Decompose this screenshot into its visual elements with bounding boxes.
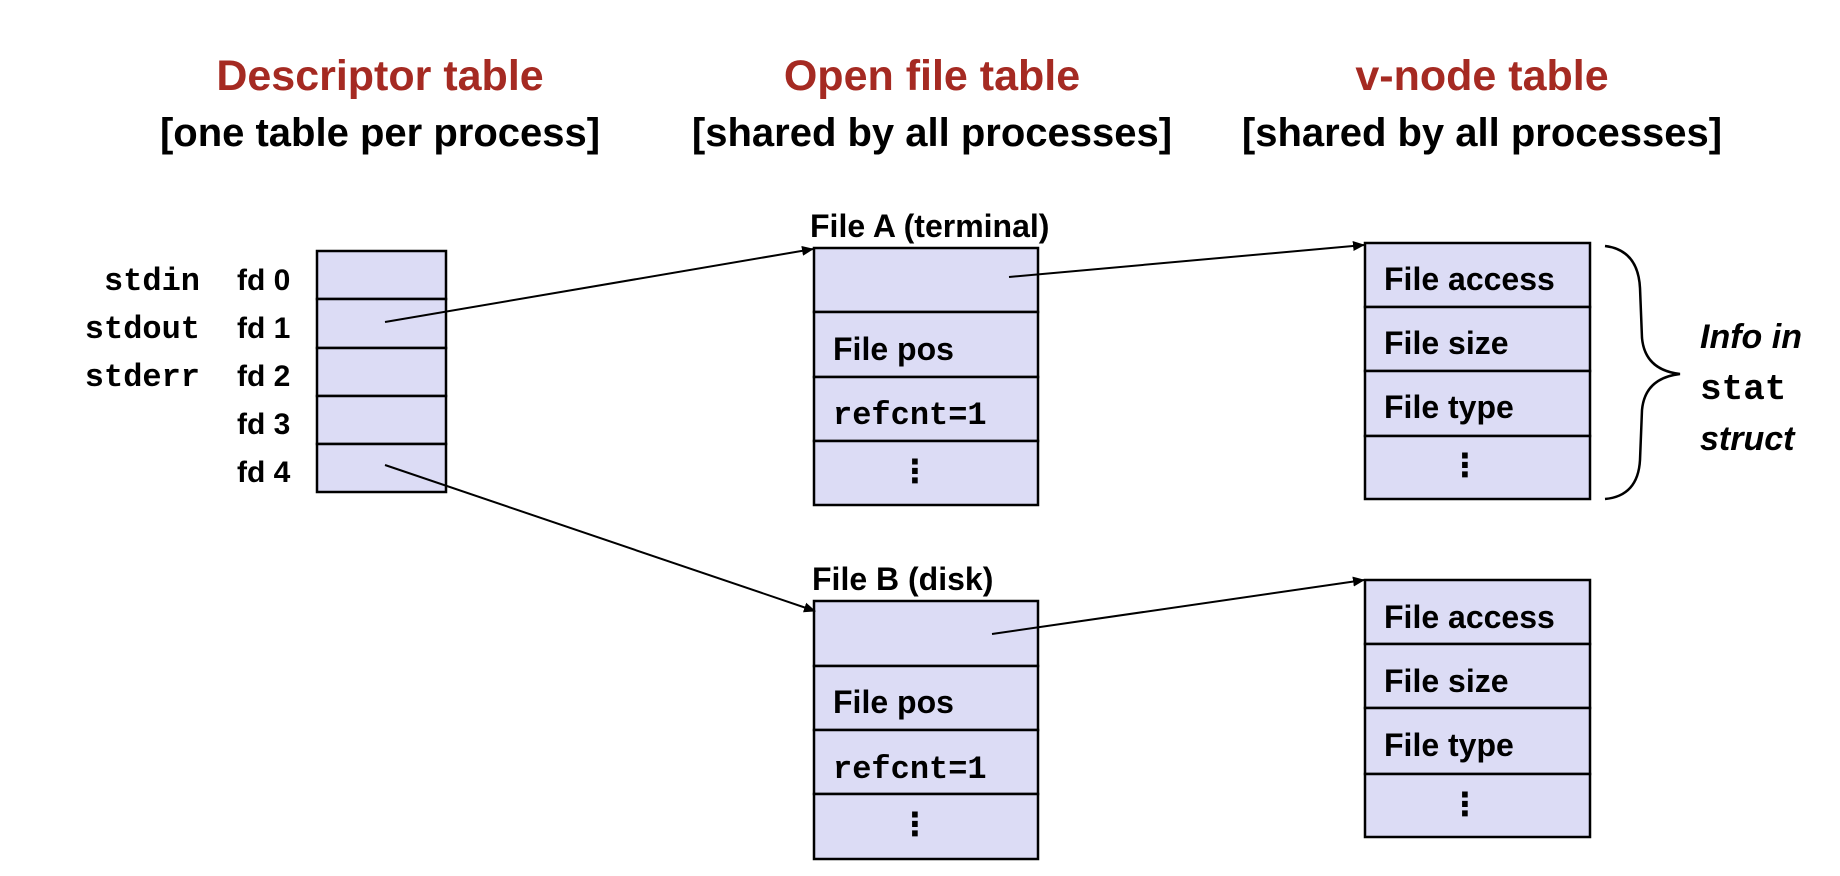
file-b-to-vnode-arrow <box>991 576 1365 635</box>
file-access-label: File access <box>1384 261 1555 297</box>
descriptor-cell <box>315 394 448 446</box>
stream-label: stderr <box>85 359 200 396</box>
refcnt-label: refcnt=1 <box>833 751 987 788</box>
vnode-pointer-cell <box>812 246 1040 314</box>
file-size-label: File size <box>1384 325 1509 361</box>
descriptor-row: fd 4 <box>237 442 448 494</box>
vnode-entry-a: File access File size File type ⋮ <box>1363 241 1592 501</box>
fd-label: fd 0 <box>237 264 290 297</box>
open-file-label: File A (terminal) <box>810 208 1049 244</box>
refcnt-label: refcnt=1 <box>833 397 987 434</box>
annotation-line-3: struct <box>1700 420 1796 458</box>
descriptor-row: fd 3 <box>237 394 448 446</box>
file-pos-cell <box>812 310 1040 379</box>
file-size-label: File size <box>1384 663 1509 699</box>
file-pos-cell <box>812 664 1040 732</box>
descriptor-table-title: Descriptor table <box>216 52 543 100</box>
open-file-entry-b: File B (disk) File pos refcnt=1 ⋮ <box>812 561 1040 861</box>
more-cell <box>1363 434 1592 501</box>
file-access-cell <box>1363 578 1592 646</box>
vnode-pointer-cell <box>812 599 1040 668</box>
file-size-cell <box>1363 305 1592 373</box>
vnode-table-subtitle: [shared by all processes] <box>1242 111 1722 155</box>
refcnt-cell <box>812 375 1040 443</box>
descriptor-cell <box>315 249 448 301</box>
descriptor-row: stderr fd 2 <box>85 346 448 398</box>
file-a-to-vnode-arrow <box>1008 241 1365 278</box>
more-ellipsis: ⋮ <box>1449 786 1481 822</box>
file-pos-label: File pos <box>833 331 954 367</box>
more-ellipsis: ⋮ <box>1449 447 1481 483</box>
stat-brace <box>1604 244 1681 501</box>
stat-annotation: Info in stat struct <box>1700 318 1802 458</box>
stream-label: stdin <box>104 263 200 300</box>
fd-label: fd 2 <box>237 360 290 393</box>
descriptor-table-subtitle: [one table per process] <box>160 111 600 155</box>
more-cell <box>812 792 1040 861</box>
open-file-table-subtitle: [shared by all processes] <box>692 111 1172 155</box>
annotation-line-1: Info in <box>1700 318 1802 356</box>
open-file-table-header: Open file table [shared by all processes… <box>692 52 1172 155</box>
fd4-to-file-b-arrow <box>384 464 816 613</box>
file-type-label: File type <box>1384 727 1514 763</box>
descriptor-cell <box>315 346 448 398</box>
descriptor-table: stdin fd 0 stdout fd 1 stderr fd 2 fd 3 … <box>85 249 448 494</box>
file-pos-label: File pos <box>833 684 954 720</box>
vnode-table-header: v-node table [shared by all processes] <box>1242 52 1722 155</box>
descriptor-row: stdout fd 1 <box>85 297 448 350</box>
descriptor-cell <box>315 442 448 494</box>
fd-label: fd 3 <box>237 408 290 441</box>
open-file-entry-a: File A (terminal) File pos refcnt=1 ⋮ <box>810 208 1049 507</box>
fd-label: fd 1 <box>237 312 290 345</box>
more-cell <box>1363 772 1592 839</box>
vnode-table-title: v-node table <box>1355 52 1608 100</box>
more-cell <box>812 439 1040 507</box>
more-ellipsis: ⋮ <box>899 453 931 489</box>
descriptor-row: stdin fd 0 <box>104 249 448 301</box>
descriptor-table-header: Descriptor table [one table per process] <box>160 52 600 155</box>
fd1-to-file-a-arrow <box>384 245 814 323</box>
vnode-entry-b: File access File size File type ⋮ <box>1363 578 1592 839</box>
file-size-cell <box>1363 642 1592 710</box>
descriptor-cell <box>315 297 448 350</box>
annotation-line-2: stat <box>1700 369 1786 410</box>
more-ellipsis: ⋮ <box>899 806 931 842</box>
file-type-label: File type <box>1384 389 1514 425</box>
open-file-table-title: Open file table <box>784 52 1080 100</box>
stream-label: stdout <box>85 311 200 348</box>
file-access-label: File access <box>1384 599 1555 635</box>
fd-label: fd 4 <box>237 456 291 489</box>
open-file-label: File B (disk) <box>812 561 993 597</box>
